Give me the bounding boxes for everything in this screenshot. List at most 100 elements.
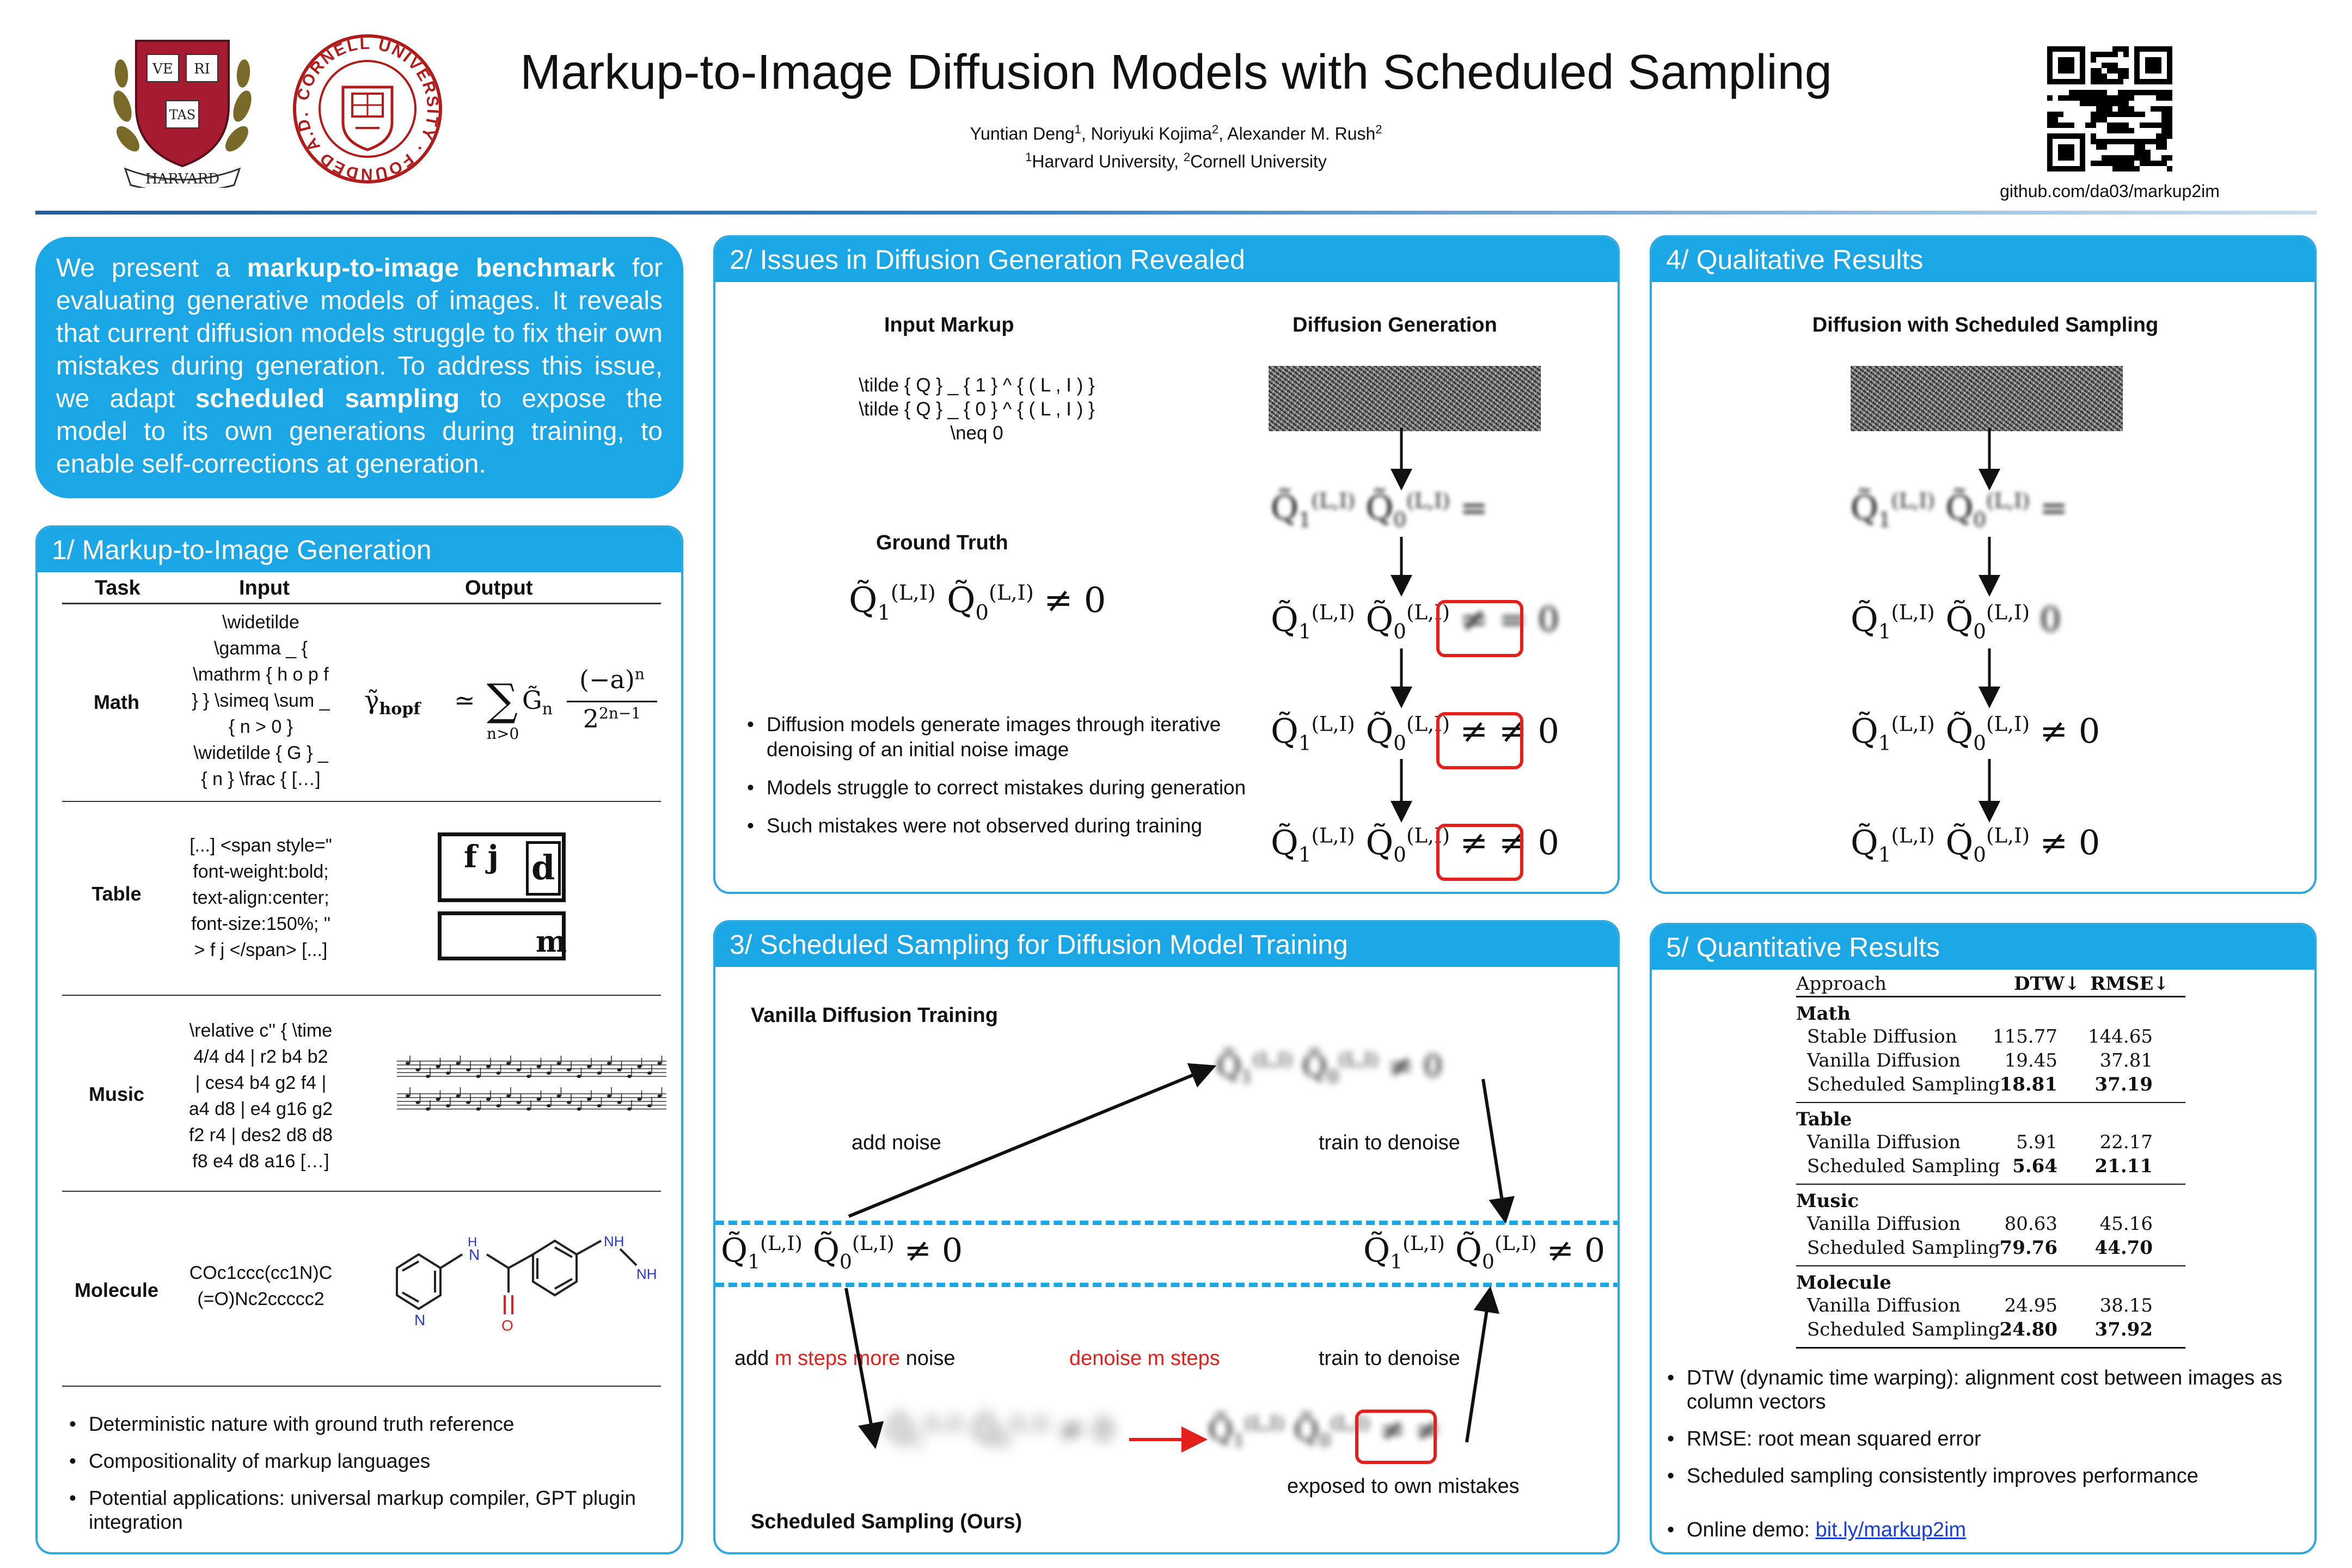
online-demo-link[interactable]: bit.ly/markup2im (1815, 1518, 1967, 1541)
formula-tail: ≠ ≠ 0 (1460, 823, 1559, 862)
qr-module (2102, 106, 2107, 112)
qr-module (2161, 139, 2167, 144)
intro-text: for evaluating generative models of imag… (56, 254, 663, 413)
qr-module (2069, 90, 2074, 95)
sup: (L,I) (1253, 1049, 1293, 1070)
qr-module (2123, 46, 2129, 52)
qr-module (2145, 139, 2151, 144)
note-head (476, 1075, 481, 1078)
note-head (456, 1094, 461, 1098)
sup: (L,I) (1891, 823, 1935, 848)
row-task-table: Table (91, 883, 142, 905)
mol-nh-a: NH (604, 1233, 624, 1250)
q-symbol: Q̃ (1271, 599, 1298, 639)
qr-module (2145, 122, 2151, 128)
qr-module (2107, 63, 2112, 68)
row-task-molecule: Molecule (74, 1279, 159, 1301)
section2-title: 2/ Issues in Diffusion Generation Reveal… (715, 237, 1618, 282)
online-demo-label: Online demo: (1687, 1518, 1816, 1541)
bullet-item: Diffusion models generate images through… (743, 712, 1309, 762)
qr-module (2085, 101, 2091, 106)
row-rule (62, 995, 661, 996)
affil-name: Harvard University (1032, 151, 1174, 171)
note-head (506, 1062, 511, 1065)
qr-module (2091, 52, 2096, 57)
note-head (496, 1104, 501, 1107)
qr-module (2156, 122, 2161, 128)
qr-code[interactable] (2047, 46, 2172, 171)
header-rmse: RMSE↓ (2090, 973, 2169, 995)
sub: 1 (911, 1430, 924, 1451)
note-head (587, 1098, 591, 1101)
affil-sup: 1 (1025, 150, 1032, 164)
sub: 0 (1973, 619, 1986, 644)
qr-module (2129, 128, 2134, 133)
qr-module (2156, 161, 2161, 166)
q-symbol: Q̃ (887, 1412, 912, 1448)
q-symbol: Q̃ (1216, 1049, 1241, 1084)
denoise-arrows (1391, 428, 1412, 823)
note-head (637, 1065, 642, 1068)
col-task: Task (95, 577, 140, 599)
qr-module (2167, 155, 2172, 161)
bullet-item: RMSE: root mean squared error (1663, 1427, 2311, 1451)
qr-module (2123, 122, 2129, 128)
qr-module (2151, 139, 2156, 144)
note-head (657, 1062, 662, 1065)
mol-nh2: NH (636, 1266, 657, 1282)
intro-text: to expose the model to its own generatio… (56, 384, 663, 479)
mistake-box (1436, 824, 1523, 881)
vanilla-target: Q̃1(L,I) Q̃0(L,I)≠ 0 (1216, 1049, 1443, 1087)
qr-module (2156, 90, 2161, 95)
header-approach: Approach (1796, 973, 1887, 995)
note-head (567, 1068, 571, 1071)
sup: (L,I) (1986, 823, 2030, 848)
qr-module (2102, 144, 2107, 150)
qr-module (2112, 112, 2118, 117)
qr-module (2102, 139, 2107, 144)
markup-line: \relative c'' { \time (189, 1020, 333, 1041)
author-name: Noriyuki Kojima (1091, 124, 1212, 144)
qr-module (2096, 144, 2102, 150)
github-link[interactable]: github.com/da03/markup2im (2000, 181, 2220, 201)
note-head (456, 1062, 461, 1065)
qr-module (2129, 139, 2134, 144)
sup: (L,I) (1406, 488, 1450, 513)
qr-module (2129, 95, 2134, 101)
qr-module (2167, 112, 2172, 117)
qr-module (2102, 155, 2107, 161)
qr-module (2091, 112, 2096, 117)
q-symbol: Q̃ (1851, 711, 1878, 751)
sup: (L,I) (923, 1412, 963, 1434)
sub: 0 (1327, 1066, 1339, 1088)
qr-module (2161, 112, 2167, 117)
qr-module (2129, 161, 2134, 166)
qr-module (2080, 95, 2085, 101)
author-name: Yuntian Deng (970, 124, 1075, 144)
sup: (L,I) (1009, 1412, 1049, 1434)
qr-module (2058, 112, 2063, 117)
row-input-table: [...] <span style="font-weight:bold;text… (171, 832, 351, 963)
sup: (L,I) (760, 1233, 803, 1255)
qr-module (2053, 117, 2058, 122)
sub: 1 (877, 600, 891, 625)
qr-module (2107, 139, 2112, 144)
note-head (607, 1062, 611, 1065)
qr-module (2102, 95, 2107, 101)
qr-module (2102, 52, 2107, 57)
qr-module (2118, 79, 2123, 84)
note-head (426, 1075, 430, 1078)
section4-panel: 4/ Qualitative Results Diffusion with Sc… (1650, 235, 2317, 894)
qr-module (2167, 90, 2172, 95)
qr-module (2053, 122, 2058, 128)
note-head (627, 1075, 632, 1078)
qr-module (2102, 74, 2107, 79)
qr-module (2118, 101, 2123, 106)
row-task-music: Music (88, 1083, 145, 1105)
q-symbol: Q̃ (1934, 599, 1974, 639)
q-symbol: Q̃ (963, 1412, 998, 1448)
sub: 0 (1482, 1251, 1494, 1273)
training-arrows (844, 1063, 1515, 1453)
qr-module (2112, 128, 2118, 133)
